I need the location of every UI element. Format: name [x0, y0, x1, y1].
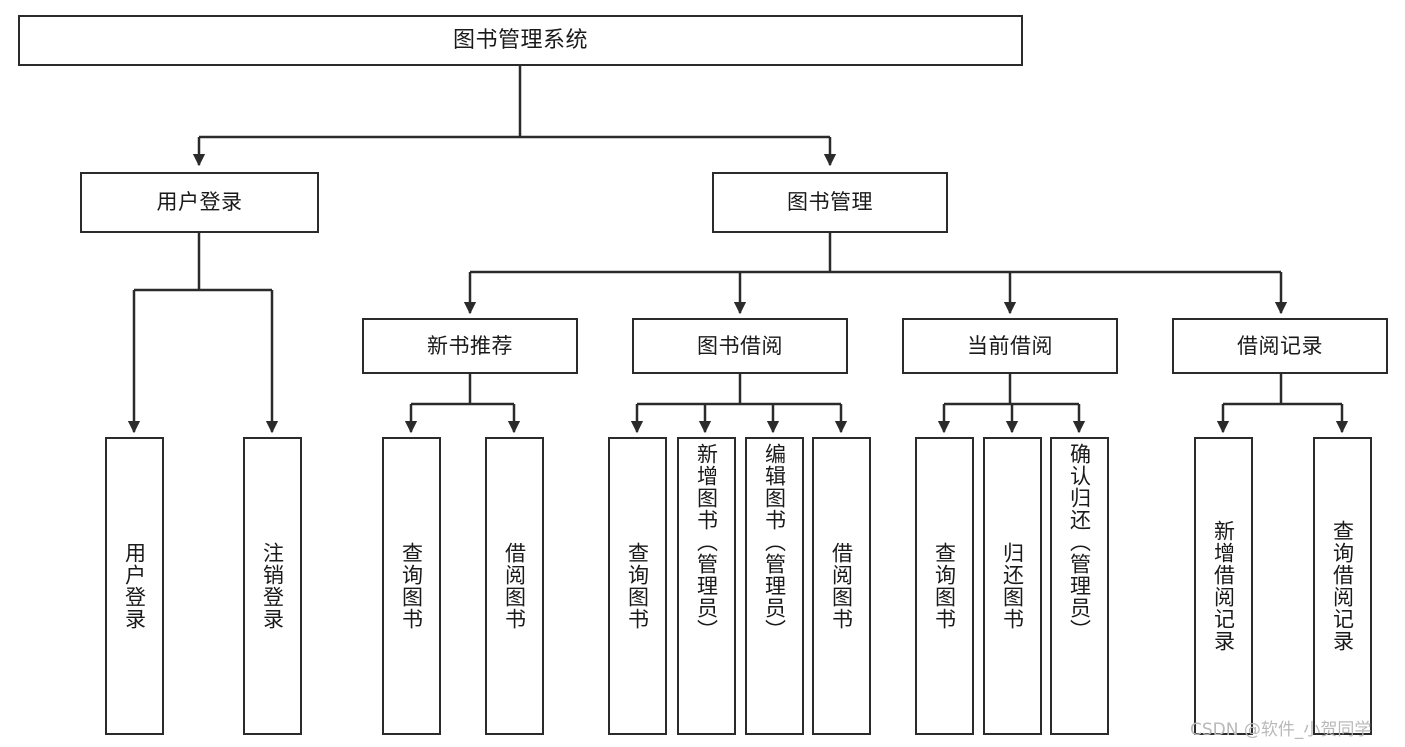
leaf-user-login-label: 用户登录 [122, 542, 147, 630]
node-book-borrow-label: 图书借阅 [697, 333, 783, 358]
leaf-confirm-return-admin-label: 确认归还（管理员） [1067, 443, 1092, 641]
leaf-query-book-new-label: 查询图书 [399, 542, 424, 630]
leaf-confirm-return-admin[interactable]: 确认归还（管理员） [1050, 437, 1109, 735]
leaf-borrow-book-new[interactable]: 借阅图书 [485, 437, 544, 735]
node-user-login-label: 用户登录 [156, 190, 243, 215]
leaf-query-borrow-record[interactable]: 查询借阅记录 [1313, 437, 1372, 735]
node-book-management-label: 图书管理 [787, 190, 873, 215]
leaf-borrow-book[interactable]: 借阅图书 [812, 437, 871, 735]
leaf-edit-book-admin-label: 编辑图书（管理员） [762, 443, 787, 641]
leaf-add-borrow-record-label: 新增借阅记录 [1211, 520, 1236, 652]
leaf-user-login[interactable]: 用户登录 [105, 437, 164, 735]
node-borrow-record-label: 借阅记录 [1237, 333, 1323, 358]
leaf-borrow-book-label: 借阅图书 [829, 542, 854, 630]
leaf-return-book-label: 归还图书 [1000, 542, 1025, 630]
leaf-add-borrow-record[interactable]: 新增借阅记录 [1194, 437, 1253, 735]
node-book-management[interactable]: 图书管理 [712, 172, 948, 233]
leaf-edit-book-admin[interactable]: 编辑图书（管理员） [745, 437, 804, 735]
node-root-label: 图书管理系统 [452, 27, 588, 53]
leaf-add-book-admin-label: 新增图书（管理员） [694, 443, 719, 641]
node-book-borrow[interactable]: 图书借阅 [632, 318, 848, 374]
node-current-borrow[interactable]: 当前借阅 [902, 318, 1118, 374]
leaf-add-book-admin[interactable]: 新增图书（管理员） [677, 437, 736, 735]
leaf-borrow-book-new-label: 借阅图书 [502, 542, 527, 630]
leaf-logout-label: 注销登录 [260, 542, 285, 630]
csdn-watermark: CSDN @软件_小贺同学 [1190, 720, 1372, 740]
node-root[interactable]: 图书管理系统 [18, 15, 1023, 66]
leaf-return-book[interactable]: 归还图书 [983, 437, 1042, 735]
node-user-login[interactable]: 用户登录 [80, 172, 319, 233]
node-new-book-recommend-label: 新书推荐 [427, 333, 513, 358]
leaf-query-book-new[interactable]: 查询图书 [382, 437, 441, 735]
node-current-borrow-label: 当前借阅 [967, 333, 1053, 358]
leaf-logout[interactable]: 注销登录 [243, 437, 302, 735]
leaf-query-borrow-record-label: 查询借阅记录 [1330, 520, 1355, 652]
leaf-query-book-borrow[interactable]: 查询图书 [608, 437, 667, 735]
leaf-query-book-current-label: 查询图书 [932, 542, 957, 630]
node-borrow-record[interactable]: 借阅记录 [1172, 318, 1388, 374]
leaf-query-book-borrow-label: 查询图书 [625, 542, 650, 630]
node-new-book-recommend[interactable]: 新书推荐 [362, 318, 578, 374]
leaf-query-book-current[interactable]: 查询图书 [915, 437, 974, 735]
